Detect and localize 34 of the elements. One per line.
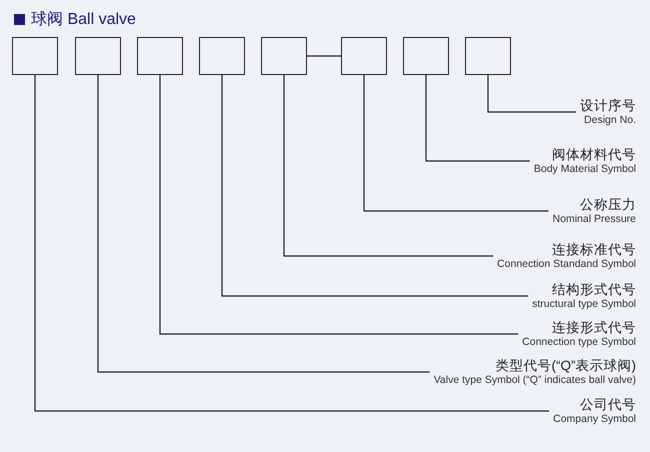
- callout-title: 设计序号: [580, 97, 636, 114]
- leader-line: [363, 75, 549, 212]
- callout-title: 连接标准代号: [551, 241, 636, 258]
- code-box: [261, 37, 307, 75]
- leader-line: [425, 75, 530, 162]
- leader-line: [283, 75, 494, 257]
- callout-subtitle: Valve type Symbol (“Q” indicates ball valve): [434, 374, 636, 387]
- connector-line: [307, 55, 341, 57]
- callout-title: 类型代号(“Q”表示球阀): [494, 357, 636, 374]
- callout-subtitle: Connection type Symbol: [522, 336, 636, 349]
- code-box: [75, 37, 121, 75]
- leader-line: [487, 75, 576, 113]
- callout-title: 阀体材料代号: [551, 146, 636, 163]
- callout-subtitle: Nominal Pressure: [552, 213, 636, 226]
- callout-title: 公称压力: [579, 196, 636, 213]
- callout-subtitle: Company Symbol: [553, 413, 636, 426]
- code-box: [12, 37, 58, 75]
- callout-subtitle: structural type Symbol: [532, 298, 636, 311]
- leader-line: [34, 75, 550, 412]
- title: 球阀 Ball valve: [31, 10, 136, 30]
- leader-line: [221, 75, 528, 297]
- code-box: [465, 37, 511, 75]
- leader-line: [159, 75, 518, 335]
- code-box: [403, 37, 449, 75]
- callout-title: 公司代号: [579, 396, 636, 413]
- callout-subtitle: Body Material Symbol: [534, 163, 636, 176]
- callout-subtitle: Design No.: [583, 114, 636, 127]
- leader-line: [97, 75, 430, 373]
- callout-subtitle: Connection Standand Symbol: [497, 258, 636, 271]
- code-box: [137, 37, 183, 75]
- callout-title: 结构形式代号: [551, 281, 636, 298]
- callout-title: 连接形式代号: [551, 319, 636, 336]
- code-box: [199, 37, 245, 75]
- code-box: [341, 37, 387, 75]
